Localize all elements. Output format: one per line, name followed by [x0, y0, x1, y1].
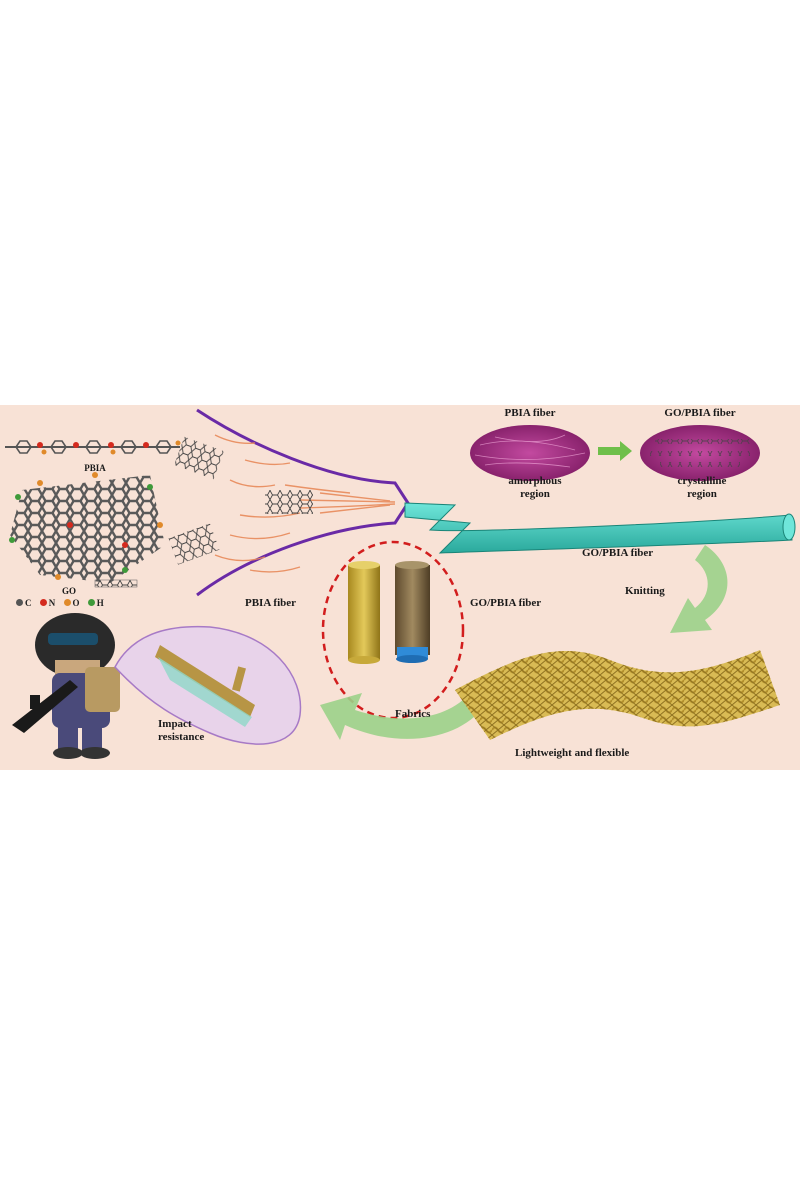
element-legend: C N O H: [10, 597, 104, 608]
legend-c: C: [25, 597, 32, 608]
go-pbia-fiber-label: GO/PBIA fiber: [582, 547, 654, 559]
hydrogen-dot: [87, 599, 95, 607]
soldier-figure: [12, 613, 120, 759]
schematic-art: [5, 408, 796, 759]
impact-bubble: [114, 625, 302, 745]
legend-h: H: [96, 597, 104, 608]
go-pbia-fiber-spool-label: GO/PBIA fiber: [470, 597, 542, 609]
green-arrow-small: [598, 441, 632, 461]
lightweight-label: Lightweight and flexible: [515, 747, 630, 759]
crystalline-label-1: crystalline: [677, 475, 727, 487]
figure-panel: PBIA GO C N O H PBIA fiber GO/PBIA fiber…: [0, 405, 800, 770]
impact-label-2: resistance: [158, 731, 205, 743]
amorphous-label-1: amorphous: [508, 475, 562, 487]
knitting-label: Knitting: [625, 585, 665, 597]
pbia-fiber-ellipse: [470, 425, 590, 481]
crystalline-label-2: region: [687, 488, 717, 500]
fabrics-label: Fabrics: [395, 708, 431, 720]
amorphous-label-2: region: [520, 488, 550, 500]
go-label: GO: [62, 586, 77, 596]
pbia-fiber-spool-label: PBIA fiber: [245, 597, 297, 609]
cyan-fiber: [404, 502, 796, 554]
nitrogen-dot: [39, 599, 47, 607]
impact-label-1: Impact: [158, 718, 192, 730]
pbia-chain: [5, 440, 181, 455]
carbon-dot: [16, 599, 23, 607]
spools: [321, 540, 465, 720]
oxygen-dot: [63, 599, 71, 607]
pbia-fiber-title: PBIA fiber: [504, 407, 556, 419]
fabric-sheet: [455, 650, 780, 740]
fabrics-arrow: [320, 693, 485, 740]
knitting-arrow: [670, 545, 728, 633]
pbia-molecule-label: PBIA: [84, 463, 106, 473]
go-pbia-fiber-title: GO/PBIA fiber: [664, 407, 736, 419]
legend-n: N: [48, 597, 56, 608]
go-pbia-fiber-ellipse: [640, 425, 760, 481]
legend-o: O: [72, 597, 80, 608]
go-sheet: [9, 472, 165, 588]
